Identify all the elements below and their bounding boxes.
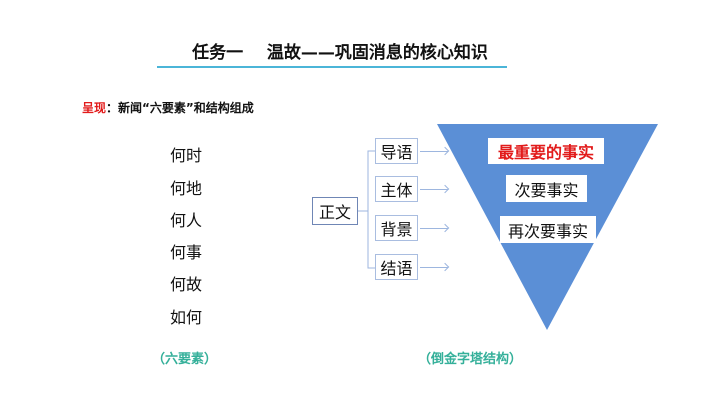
part-box-body: 主体 bbox=[375, 176, 418, 202]
pyramid-level-tertiary: 再次要事实 bbox=[500, 216, 596, 243]
element-item: 何故 bbox=[170, 275, 203, 294]
pyramid-level-secondary: 次要事实 bbox=[506, 175, 587, 202]
pyramid-level-most-important: 最重要的事实 bbox=[488, 138, 604, 164]
element-item: 何时 bbox=[170, 146, 203, 165]
arrow-icon bbox=[420, 267, 448, 268]
part-box-lead: 导语 bbox=[375, 138, 418, 164]
subtitle-text: ：新闻“六要素”和结构组成 bbox=[106, 101, 254, 115]
element-item: 何事 bbox=[170, 243, 203, 262]
slide-title: 任务一 温故——巩固消息的核心知识 bbox=[192, 43, 488, 63]
six-elements-caption: （六要素） bbox=[152, 352, 218, 367]
element-item: 如何 bbox=[170, 308, 203, 327]
element-item: 何地 bbox=[170, 179, 203, 198]
bracket-connector bbox=[358, 150, 376, 269]
subtitle-highlight: 呈现 bbox=[82, 101, 107, 115]
subtitle: 呈现：新闻“六要素”和结构组成 bbox=[82, 99, 254, 116]
pyramid-caption: （倒金字塔结构） bbox=[418, 352, 523, 367]
element-item: 何人 bbox=[170, 211, 203, 230]
title-underline bbox=[157, 66, 507, 68]
arrow-icon bbox=[420, 228, 448, 229]
part-box-background: 背景 bbox=[375, 215, 418, 241]
body-root-box: 正文 bbox=[312, 197, 358, 225]
arrow-icon bbox=[420, 151, 448, 152]
part-box-ending: 结语 bbox=[375, 254, 418, 280]
arrow-icon bbox=[420, 189, 448, 190]
